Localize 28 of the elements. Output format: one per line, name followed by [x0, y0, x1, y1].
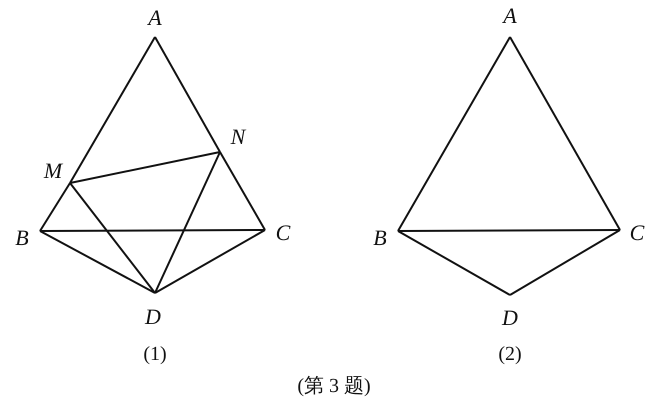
point-label: C [273, 221, 293, 245]
line-segment [69, 36, 156, 184]
point-label: M [43, 159, 63, 183]
line-segment [70, 151, 220, 184]
line-segment [398, 229, 620, 232]
line-segment [397, 36, 511, 232]
point-label: A [145, 6, 165, 30]
point-label: D [143, 305, 163, 329]
point-label: N [228, 125, 248, 149]
caption: (第 3 题) [296, 374, 372, 399]
point-label: D [500, 306, 520, 330]
point-label: A [500, 4, 520, 28]
line-segment [154, 152, 221, 294]
line-segment [509, 36, 621, 230]
line-segment [39, 182, 71, 232]
line-segment [510, 229, 620, 296]
line-segment [40, 230, 156, 294]
figure-number: (1) [142, 343, 168, 366]
line-segment [40, 229, 265, 232]
line-segment [154, 229, 266, 294]
point-label: B [370, 226, 390, 250]
point-label: C [627, 221, 647, 245]
figure-number: (2) [497, 343, 523, 366]
line-segment [398, 230, 510, 296]
line-segment [154, 36, 221, 152]
line-segment [219, 152, 266, 230]
point-label: B [12, 226, 32, 250]
line-segment [69, 182, 156, 294]
